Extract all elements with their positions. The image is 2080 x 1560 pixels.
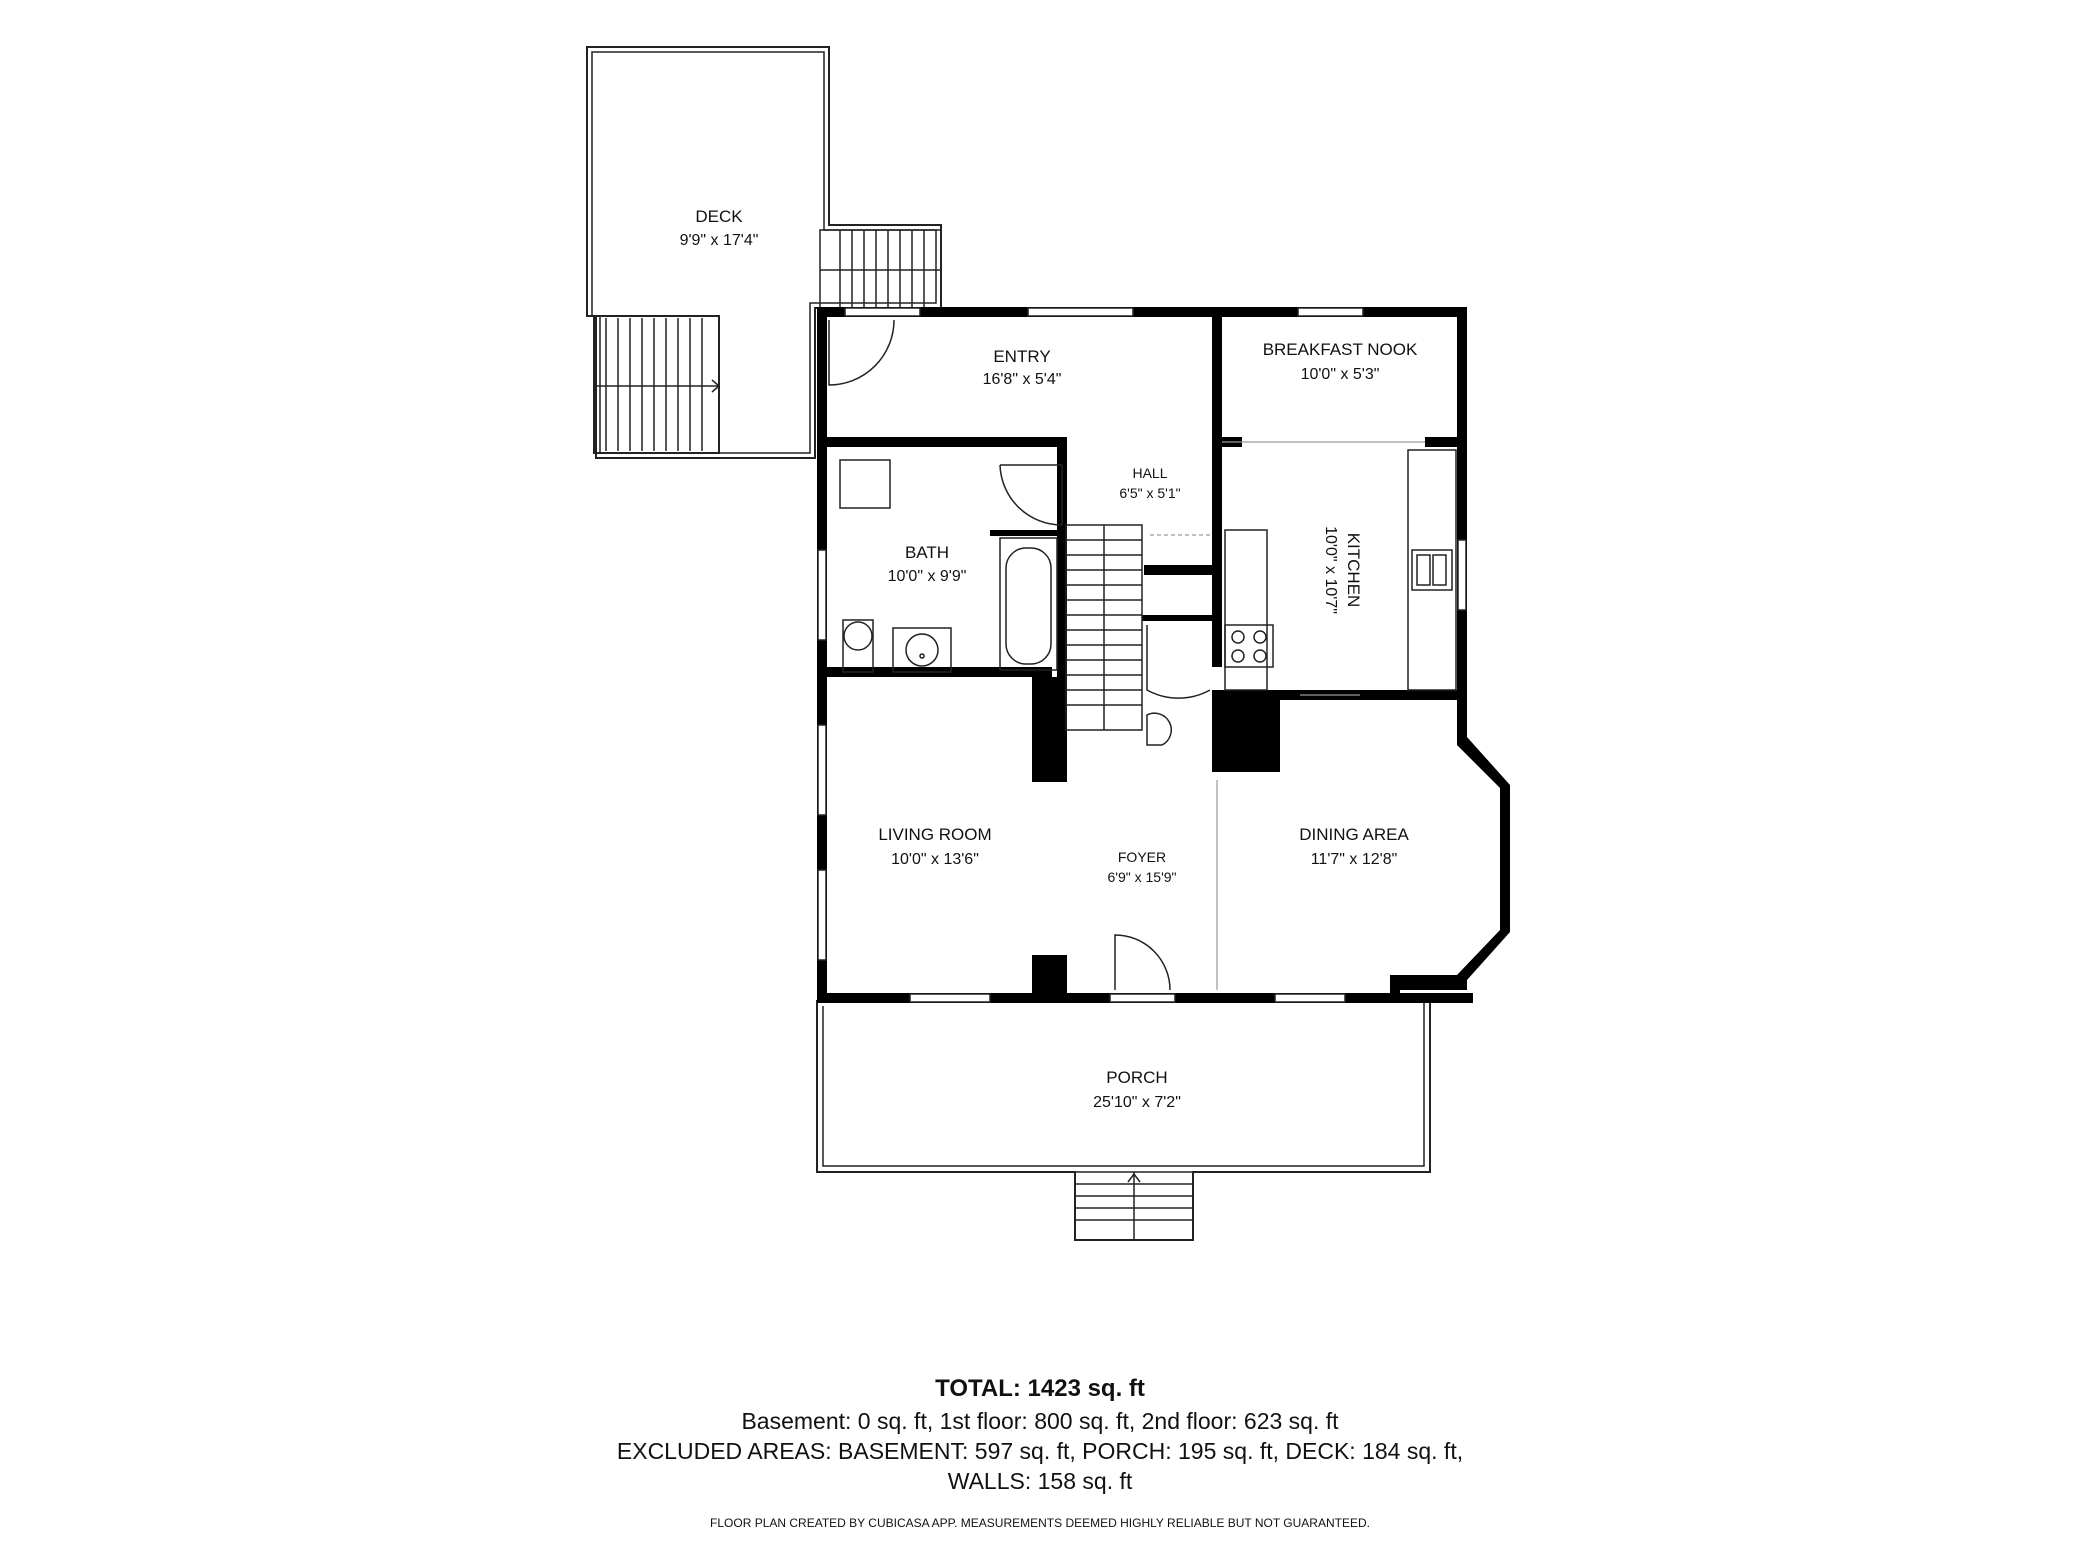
deck-name: DECK xyxy=(695,207,743,226)
deck-stairs-left xyxy=(594,318,721,451)
dining-name: DINING AREA xyxy=(1299,825,1409,844)
porch-name: PORCH xyxy=(1106,1068,1167,1087)
total-area: TOTAL: 1423 sq. ft xyxy=(935,1375,1145,1402)
dining-dims: 11'7" x 12'8" xyxy=(1311,851,1398,868)
windows xyxy=(817,307,1467,1003)
wall-area: WALLS: 158 sq. ft xyxy=(947,1468,1133,1494)
nook-name: BREAKFAST NOOK xyxy=(1263,340,1418,359)
fixtures xyxy=(828,319,1457,991)
deck-area xyxy=(586,46,942,459)
entry-dims: 16'8" x 5'4" xyxy=(983,371,1062,388)
hall-name: HALL xyxy=(1132,465,1167,481)
porch-stairs xyxy=(1074,1171,1194,1241)
excluded-areas: EXCLUDED AREAS: BASEMENT: 597 sq. ft, PO… xyxy=(616,1438,1464,1464)
openings xyxy=(1150,441,1425,990)
living-dims: 10'0" x 13'6" xyxy=(891,851,979,868)
porch-area xyxy=(816,994,1431,1241)
deck-dims: 9'9" x 17'4" xyxy=(680,232,759,249)
kitchen-dims: 10'0" x 10'7" xyxy=(1322,526,1339,614)
entry-name: ENTRY xyxy=(993,347,1050,366)
deck-stairs-right xyxy=(819,229,942,309)
nook-dims: 10'0" x 5'3" xyxy=(1301,366,1380,383)
porch-dims: 25'10" x 7'2" xyxy=(1093,1094,1181,1111)
foyer-name: FOYER xyxy=(1118,849,1166,865)
room-labels: DECK 9'9" x 17'4" ENTRY 16'8" x 5'4" BRE… xyxy=(680,207,1418,1111)
living-name: LIVING ROOM xyxy=(878,825,991,844)
kitchen-name: KITCHEN xyxy=(1344,533,1363,608)
hall-dims: 6'5" x 5'1" xyxy=(1119,485,1180,501)
bath-dims: 10'0" x 9'9" xyxy=(888,568,967,585)
foyer-dims: 6'9" x 15'9" xyxy=(1108,869,1177,885)
floor-areas: Basement: 0 sq. ft, 1st floor: 800 sq. f… xyxy=(741,1408,1339,1434)
bath-name: BATH xyxy=(905,543,949,562)
disclaimer: FLOOR PLAN CREATED BY CUBICASA APP. MEAS… xyxy=(710,1516,1370,1530)
